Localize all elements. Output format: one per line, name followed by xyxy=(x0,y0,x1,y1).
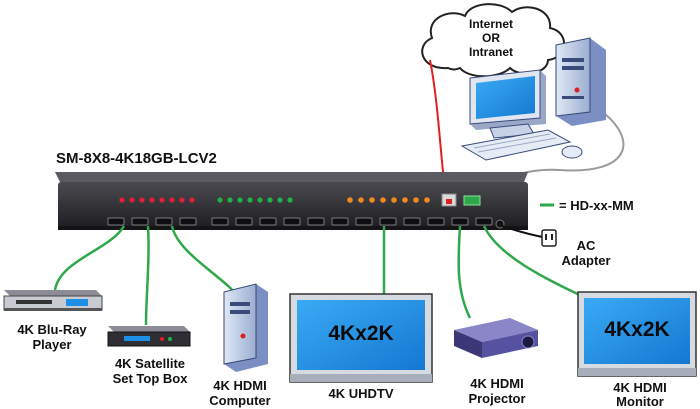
hdmi-monitor-icon xyxy=(577,291,697,377)
rs232-port xyxy=(463,195,481,206)
input-led xyxy=(149,197,155,203)
uhdtv-label: 4K UHDTV xyxy=(328,386,394,401)
hdmi-port xyxy=(259,217,277,226)
hdmi-port xyxy=(179,217,197,226)
legend-label: = HD-xx-MM xyxy=(559,198,634,213)
keyboard-icon xyxy=(460,129,572,161)
input-led xyxy=(119,197,125,203)
ac-adapter-label-line1: AC xyxy=(576,238,596,253)
projector-icon xyxy=(454,318,538,358)
status-led xyxy=(413,197,419,203)
output-led xyxy=(287,197,293,203)
desktop-monitor-icon xyxy=(469,69,546,139)
set-top-box-icon xyxy=(107,326,191,347)
matrix-switch-device xyxy=(55,172,528,230)
input-led xyxy=(129,197,135,203)
output-led xyxy=(267,197,273,203)
desktop-tower-icon xyxy=(555,37,606,126)
device-model-label: SM-8X8-4K18GB-LCV2 xyxy=(56,150,217,167)
cloud-label-line2: OR xyxy=(482,31,500,45)
uhdtv-icon xyxy=(289,293,433,383)
hdmi-port xyxy=(307,217,325,226)
input-led xyxy=(169,197,175,203)
status-led-group xyxy=(347,197,430,203)
bluray-label-line1: 4K Blu-Ray xyxy=(17,322,87,337)
bluray-label-line2: Player xyxy=(32,337,72,352)
status-led xyxy=(347,197,353,203)
computer-label-line1: 4K HDMI xyxy=(213,378,267,393)
hdmi-port xyxy=(283,217,301,226)
hdmi-port xyxy=(211,217,229,226)
set-top-box-label-line2: Set Top Box xyxy=(112,371,188,386)
hdmi-port xyxy=(107,217,125,226)
status-led xyxy=(402,197,408,203)
cloud-label-line1: Internet xyxy=(468,17,513,31)
hdmi-port xyxy=(379,217,397,226)
output-led xyxy=(227,197,233,203)
monitor-screen-text: 4Kx2K xyxy=(604,318,670,341)
status-led xyxy=(424,197,430,203)
hdmi-port-group xyxy=(107,217,493,226)
input-led xyxy=(139,197,145,203)
projector-label-line1: 4K HDMI xyxy=(470,376,524,391)
hdmi-port xyxy=(331,217,349,226)
status-led xyxy=(358,197,364,203)
output-led xyxy=(247,197,253,203)
hdmi-port xyxy=(355,217,373,226)
mouse-icon xyxy=(561,145,583,159)
input-led xyxy=(159,197,165,203)
ac-adapter-label-line2: Adapter xyxy=(561,253,611,268)
input-led-group xyxy=(119,197,195,203)
status-led xyxy=(391,197,397,203)
hdmi-port xyxy=(451,217,469,226)
output-led-group xyxy=(217,197,293,203)
computer-label-line2: Computer xyxy=(209,393,271,408)
status-led xyxy=(380,197,386,203)
uhdtv-screen-text: 4Kx2K xyxy=(328,322,394,345)
set-top-box-label-line1: 4K Satellite xyxy=(114,356,186,371)
hdmi-port xyxy=(475,217,493,226)
output-led xyxy=(237,197,243,203)
cloud-icon xyxy=(421,3,565,78)
status-led xyxy=(369,197,375,203)
hdmi-port xyxy=(427,217,445,226)
hdmi-port xyxy=(131,217,149,226)
monitor-label-line2: Monitor xyxy=(616,394,664,409)
bluray-player-icon xyxy=(3,290,103,311)
monitor-label-line1: 4K HDMI xyxy=(613,380,667,395)
output-led xyxy=(257,197,263,203)
ac-plug-icon xyxy=(541,229,557,247)
hdmi-port xyxy=(235,217,253,226)
output-led xyxy=(277,197,283,203)
hdmi-port xyxy=(403,217,421,226)
input-led xyxy=(189,197,195,203)
hdmi-computer-icon xyxy=(223,283,268,372)
input-led xyxy=(179,197,185,203)
hdmi-port xyxy=(155,217,173,226)
projector-label-line2: Projector xyxy=(468,391,526,406)
output-led xyxy=(217,197,223,203)
cloud-label-line3: Intranet xyxy=(468,45,513,59)
